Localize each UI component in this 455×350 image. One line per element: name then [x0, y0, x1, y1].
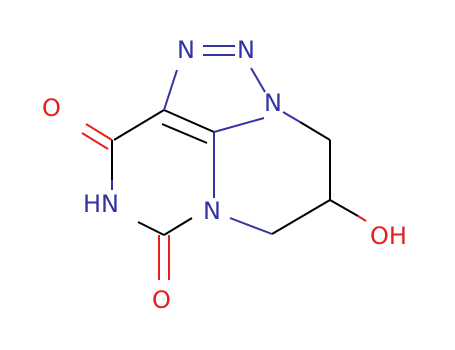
bond-group	[111, 109, 359, 236]
bond-oh-stub	[357, 215, 367, 222]
bond-nh-c6	[137, 221, 165, 236]
bond-c6-n5	[163, 217, 193, 236]
atom-n5: N	[203, 197, 221, 225]
atom-o-lower: O	[152, 286, 171, 314]
atom-o-upper: O	[42, 94, 61, 122]
bond-n5-c4	[229, 217, 273, 235]
bond-c8a-c9a	[163, 109, 215, 133]
n-bond-group	[111, 45, 301, 235]
bond-c9a-n9	[163, 69, 178, 111]
bond-n1-c9b	[213, 117, 265, 133]
bond-c8a-c9a-inner	[161, 123, 208, 144]
atom-nh: HN	[83, 190, 119, 218]
atom-n1: N	[264, 89, 282, 117]
o-bond-group	[81, 123, 367, 280]
atom-n9: N	[177, 36, 195, 64]
bond-n10-n1	[250, 67, 266, 93]
atom-n10: N	[237, 36, 255, 64]
bond-c8-o1	[85, 123, 113, 141]
bond-c8-o1-double	[81, 132, 109, 150]
bond-c8a-c8	[113, 109, 165, 141]
bond-c3-oh	[329, 199, 359, 217]
atom-oh: OH	[370, 222, 407, 250]
bond-n1-c2	[299, 121, 331, 141]
bond-n1-c2-n	[282, 111, 301, 123]
bond-c3-c4	[271, 199, 331, 235]
